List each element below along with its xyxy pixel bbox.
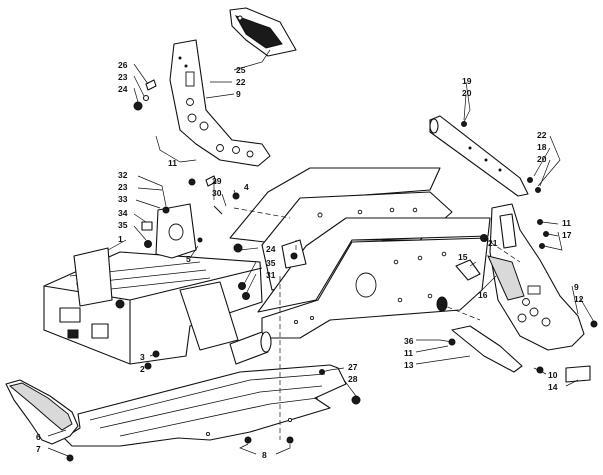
alignment-lines bbox=[233, 207, 521, 440]
callout-11-lower: 11 bbox=[404, 348, 413, 358]
right-footrest-panel bbox=[487, 203, 585, 351]
callout-20-upper: 20 bbox=[462, 88, 472, 98]
callout-3: 3 bbox=[140, 352, 145, 362]
callout-24-center: 24 bbox=[266, 244, 276, 254]
side-bracket bbox=[155, 203, 197, 259]
leader-lines bbox=[47, 49, 595, 457]
callout-8: 8 bbox=[262, 450, 267, 460]
callout-32: 32 bbox=[118, 170, 128, 180]
callout-23-lower: 23 bbox=[118, 182, 128, 192]
callout-35-center: 35 bbox=[266, 258, 276, 268]
callout-19: 19 bbox=[462, 76, 472, 86]
callout-2: 2 bbox=[140, 364, 145, 374]
upper-mount-bracket bbox=[229, 7, 297, 57]
callout-4: 4 bbox=[244, 182, 249, 192]
callout-15: 15 bbox=[458, 252, 468, 262]
callout-36: 36 bbox=[404, 336, 414, 346]
callout-34: 34 bbox=[118, 208, 128, 218]
callout-18: 18 bbox=[537, 142, 547, 152]
chassis-side-rail-front bbox=[257, 217, 491, 339]
callout-14: 14 bbox=[548, 382, 558, 392]
center-bracket bbox=[281, 239, 307, 269]
front-skid-plate bbox=[5, 379, 79, 445]
left-footrest-panel bbox=[169, 39, 271, 167]
callout-11-right: 11 bbox=[562, 218, 571, 228]
callout-30: 30 bbox=[212, 188, 222, 198]
callout-1: 1 bbox=[118, 234, 123, 244]
callout-labels: 26 23 24 25 22 9 11 29 30 4 32 23 33 34 … bbox=[36, 60, 584, 460]
callout-5: 5 bbox=[186, 254, 191, 264]
callout-23-upper: 23 bbox=[118, 72, 128, 82]
belly-pan bbox=[63, 364, 347, 447]
front-frame-box bbox=[43, 247, 263, 365]
callout-29: 29 bbox=[212, 176, 222, 186]
callout-26: 26 bbox=[118, 60, 128, 70]
callout-28: 28 bbox=[348, 374, 358, 384]
callout-13: 13 bbox=[404, 360, 414, 370]
cross-tube bbox=[429, 115, 529, 197]
callout-16: 16 bbox=[478, 290, 488, 300]
small-plate bbox=[565, 365, 591, 383]
callout-31: 31 bbox=[266, 270, 276, 280]
callout-27: 27 bbox=[348, 362, 358, 372]
callout-9-right: 9 bbox=[574, 282, 579, 292]
steering-tube bbox=[229, 331, 272, 365]
callout-11-left: 11 bbox=[168, 158, 177, 168]
callout-6: 6 bbox=[36, 432, 41, 442]
small-bracket bbox=[455, 259, 481, 281]
callout-24-upper: 24 bbox=[118, 84, 128, 94]
callout-20-lower: 20 bbox=[537, 154, 547, 164]
callout-10: 10 bbox=[548, 370, 558, 380]
callout-25: 25 bbox=[236, 65, 246, 75]
step-bracket bbox=[451, 325, 523, 373]
callout-22-left: 22 bbox=[236, 77, 246, 87]
callout-9-left: 9 bbox=[236, 89, 241, 99]
callout-17: 17 bbox=[562, 230, 572, 240]
callout-33: 33 bbox=[118, 194, 128, 204]
callout-12: 12 bbox=[574, 294, 584, 304]
callout-22-right: 22 bbox=[537, 130, 547, 140]
callout-7: 7 bbox=[36, 444, 41, 454]
callout-35-left: 35 bbox=[118, 220, 128, 230]
callout-21: 21 bbox=[488, 238, 498, 248]
